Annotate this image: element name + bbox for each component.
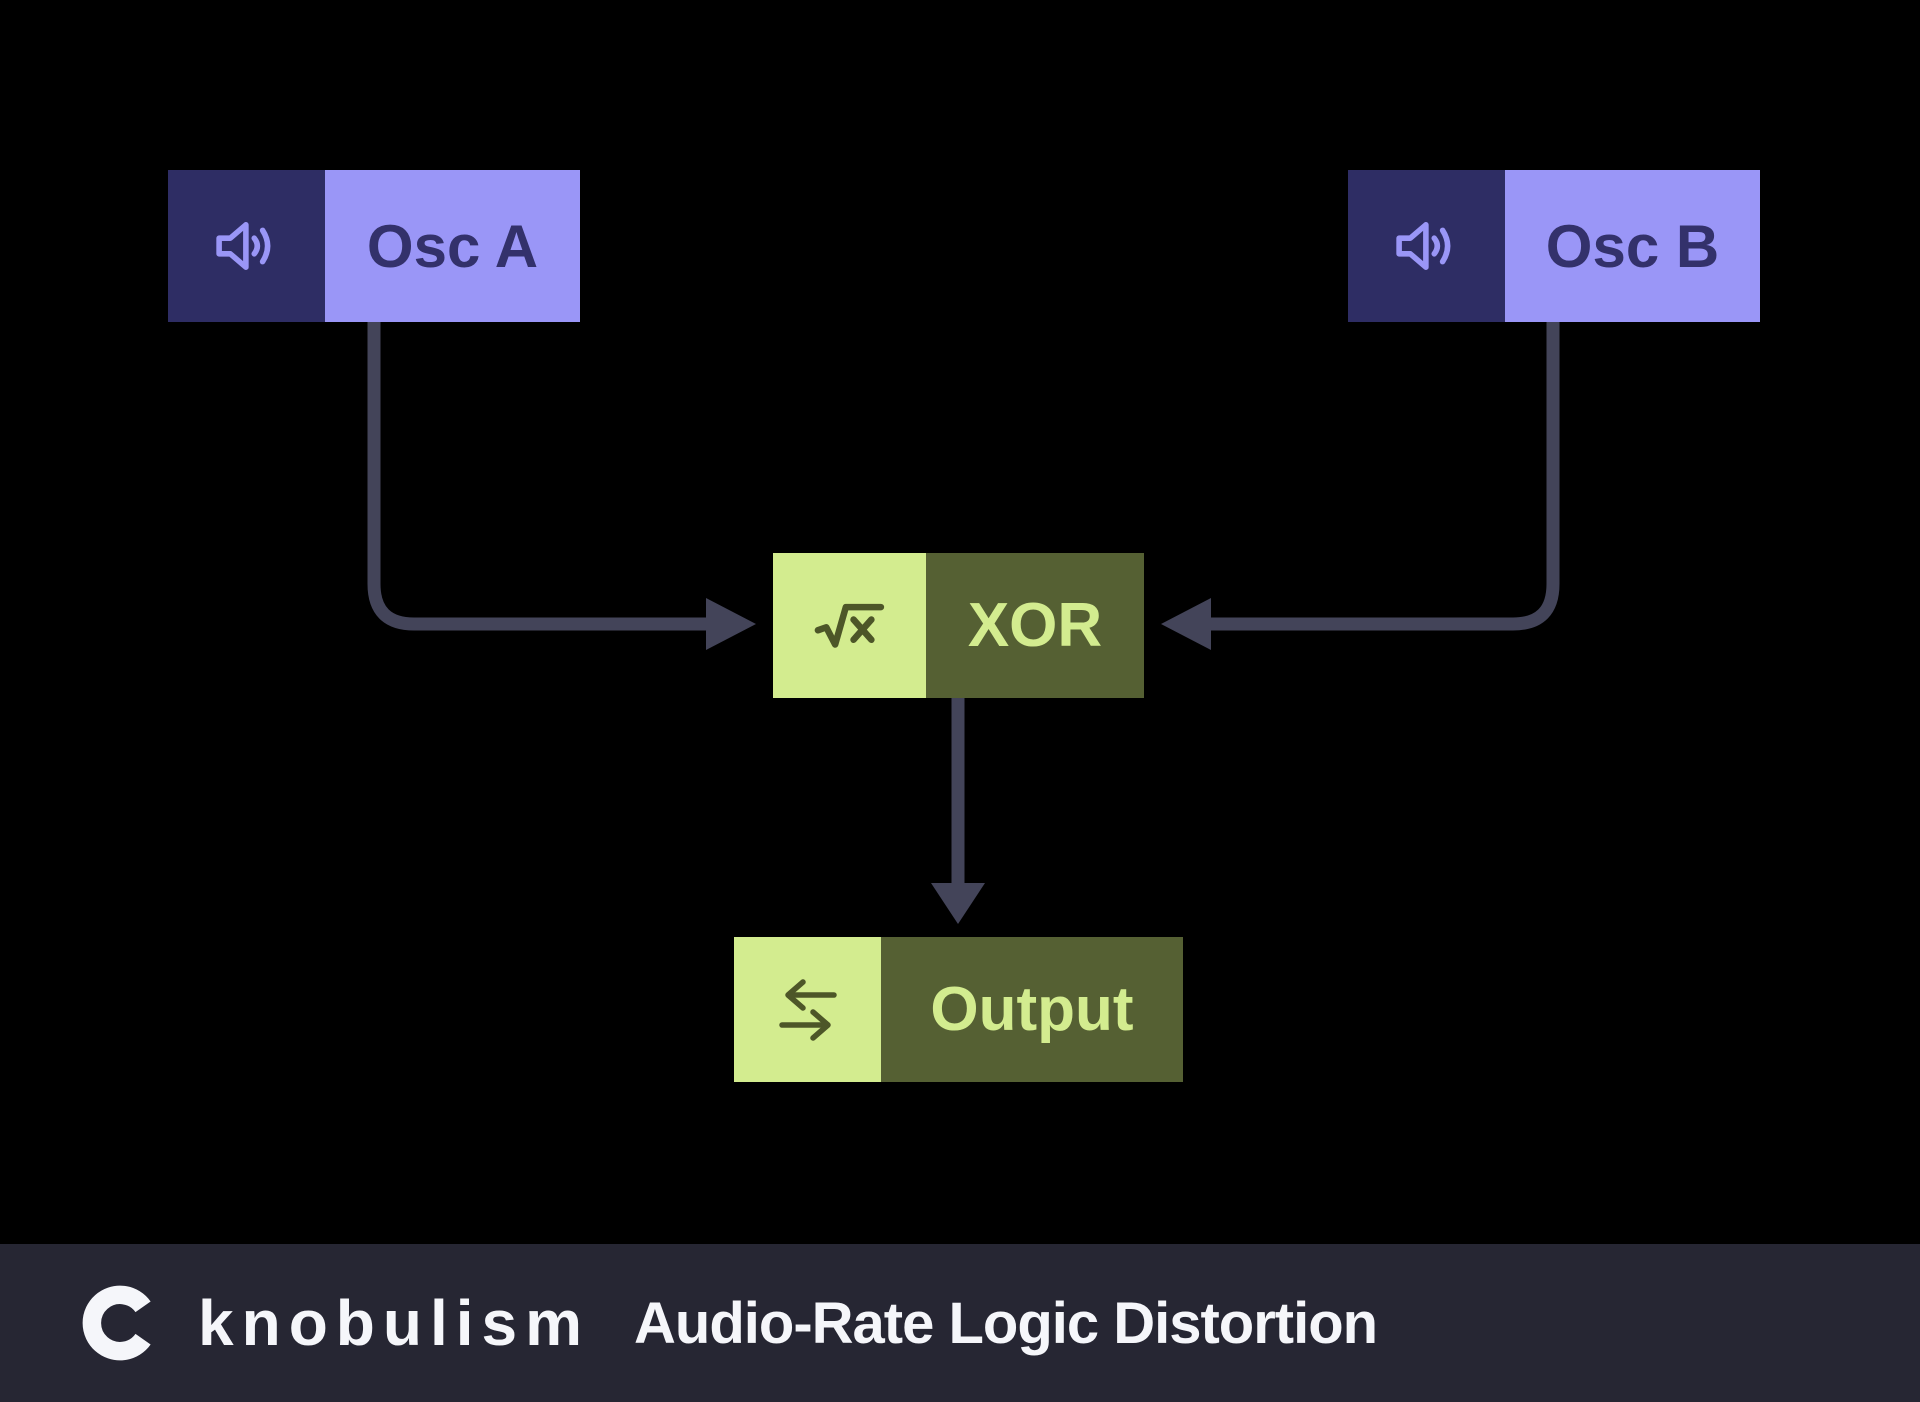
node-osc-a-label: Osc A [325, 170, 580, 322]
speaker-icon [168, 170, 325, 322]
node-osc-b-label: Osc B [1505, 170, 1760, 322]
sqrt-x-icon [773, 553, 926, 698]
brand-name: knobulism [198, 1287, 591, 1359]
connector-osc-a-to-xor [367, 303, 756, 650]
knob-logo-icon [82, 1285, 151, 1361]
transfer-arrows-icon [734, 937, 881, 1082]
node-output: Output [734, 937, 1183, 1082]
connector-xor-to-output [931, 685, 985, 924]
connector-osc-b-to-xor [1161, 303, 1560, 650]
speaker-icon [1348, 170, 1505, 322]
page-title: Audio-Rate Logic Distortion [634, 1290, 1378, 1356]
node-osc-b: Osc B [1348, 170, 1760, 322]
footer-bar: knobulism Audio-Rate Logic Distortion [0, 1244, 1920, 1402]
node-osc-a: Osc A [168, 170, 580, 322]
node-xor: XOR [773, 553, 1144, 698]
node-xor-label: XOR [926, 553, 1144, 698]
node-output-label: Output [881, 937, 1183, 1082]
